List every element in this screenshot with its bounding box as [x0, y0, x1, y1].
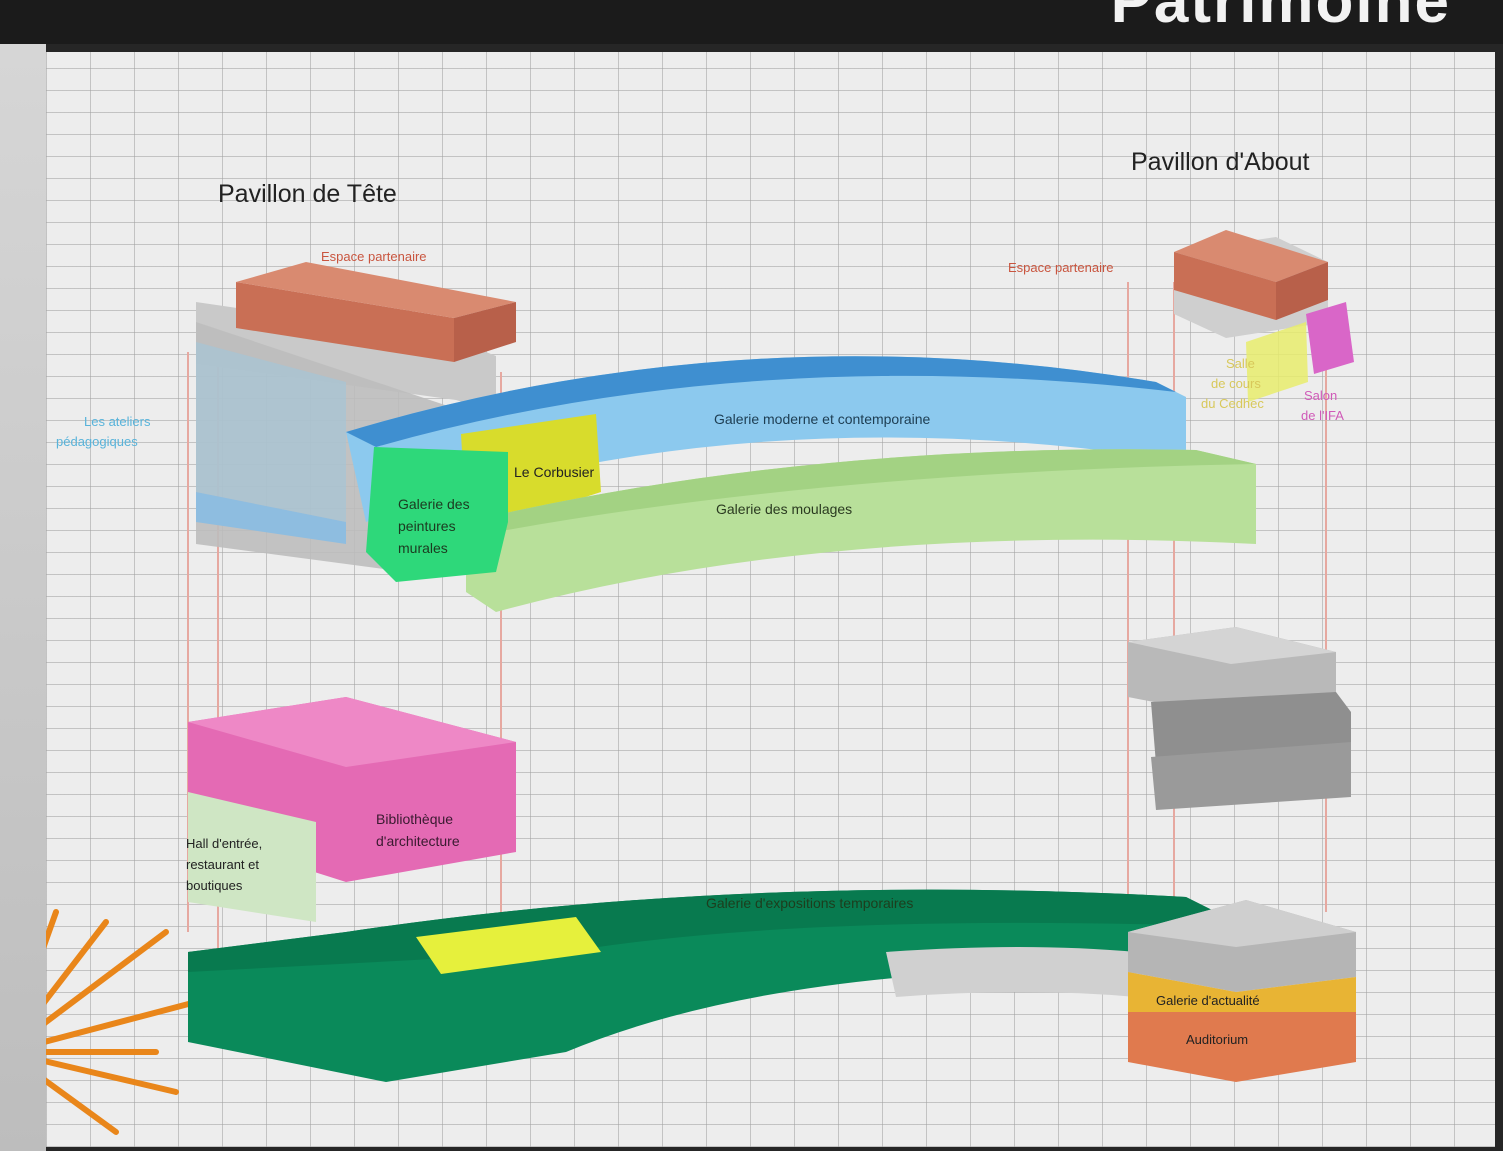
hall-label-line3: boutiques [186, 878, 243, 893]
left-background-strip [0, 44, 46, 1151]
ateliers-label-line1: Les ateliers [84, 414, 151, 429]
galerie-peintures-label-line3: murales [398, 540, 448, 556]
salle-cours-label-line2: de cours [1211, 376, 1261, 391]
galerie-peintures-label-line1: Galerie des [398, 496, 470, 512]
galerie-actualite-band [1128, 972, 1356, 1012]
hall-label-line2: restaurant et [186, 857, 259, 872]
salon-ifa-block [1306, 302, 1354, 374]
hall-block [188, 792, 316, 922]
salle-cours-label-line1: Salle [1226, 356, 1255, 371]
pavillon-about-grey-stack [1128, 627, 1351, 810]
auditorium-band [1128, 1012, 1356, 1082]
galerie-moulages-block [466, 449, 1256, 612]
galerie-moderne-block [346, 356, 1186, 522]
galerie-peintures-block [366, 447, 508, 582]
le-corbusier-label: Le Corbusier [514, 464, 594, 480]
galerie-peintures-label-line2: peintures [398, 518, 456, 534]
galerie-moderne-label: Galerie moderne et contemporaine [714, 411, 931, 427]
galerie-actualite-auditorium-block [1128, 900, 1356, 1082]
slide-title-fragment: Patrimoine [1110, 0, 1451, 36]
galerie-expositions-label: Galerie d'expositions temporaires [706, 895, 913, 911]
espace-about-block [1174, 252, 1276, 320]
auditorium-label: Auditorium [1186, 1032, 1248, 1047]
pavillon-about-title: Pavillon d'About [1131, 148, 1310, 176]
pavillon-about-upper-block [1174, 230, 1354, 402]
espace-tete-block [236, 282, 454, 362]
galerie-expositions-block [188, 889, 1246, 1082]
starburst-decoration [46, 909, 199, 1135]
pavillon-tete-title: Pavillon de Tête [218, 180, 397, 208]
galerie-actualite-label: Galerie d'actualité [1156, 993, 1260, 1008]
galerie-moulages-label: Galerie des moulages [716, 501, 852, 517]
salon-ifa-label-line1: Salon [1304, 388, 1337, 403]
hall-label-line1: Hall d'entrée, [186, 836, 262, 851]
bibliotheque-label-line2: d'architecture [376, 833, 460, 849]
salle-cours-label-line3: du Cedhec [1201, 396, 1264, 411]
salle-cours-block [1246, 322, 1308, 402]
slide-header-bar: Patrimoine [0, 0, 1503, 44]
ateliers-label-line2: pédagogiques [56, 434, 138, 449]
salon-ifa-label-line2: de l'IFA [1301, 408, 1344, 423]
bibliotheque-label-line1: Bibliothèque [376, 811, 453, 827]
diagram-frame: Pavillon de Tête Pavillon d'About Espace… [46, 52, 1495, 1147]
espace-tete-label: Espace partenaire [321, 249, 427, 264]
espace-about-label: Espace partenaire [1008, 260, 1114, 275]
museum-section-diagram: Pavillon de Tête Pavillon d'About Espace… [46, 148, 1356, 1135]
